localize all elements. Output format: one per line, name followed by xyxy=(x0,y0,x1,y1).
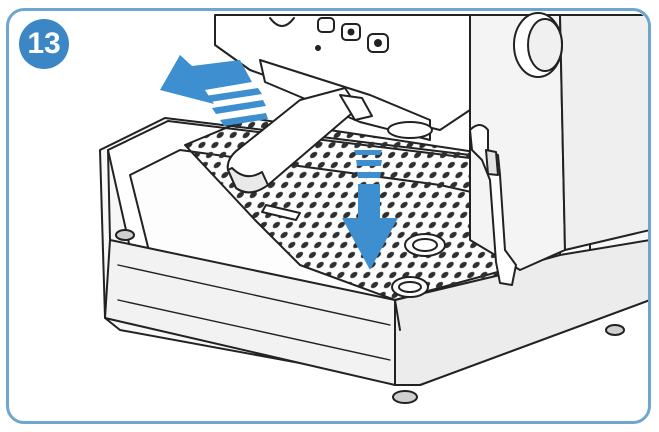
portafilter-handle xyxy=(226,87,373,194)
steam-wand xyxy=(469,124,517,286)
step-number-badge: 13 xyxy=(19,19,69,69)
slide-out-arrow-icon xyxy=(160,55,268,126)
machine-body xyxy=(214,12,648,271)
push-down-arrow-icon xyxy=(342,150,398,270)
